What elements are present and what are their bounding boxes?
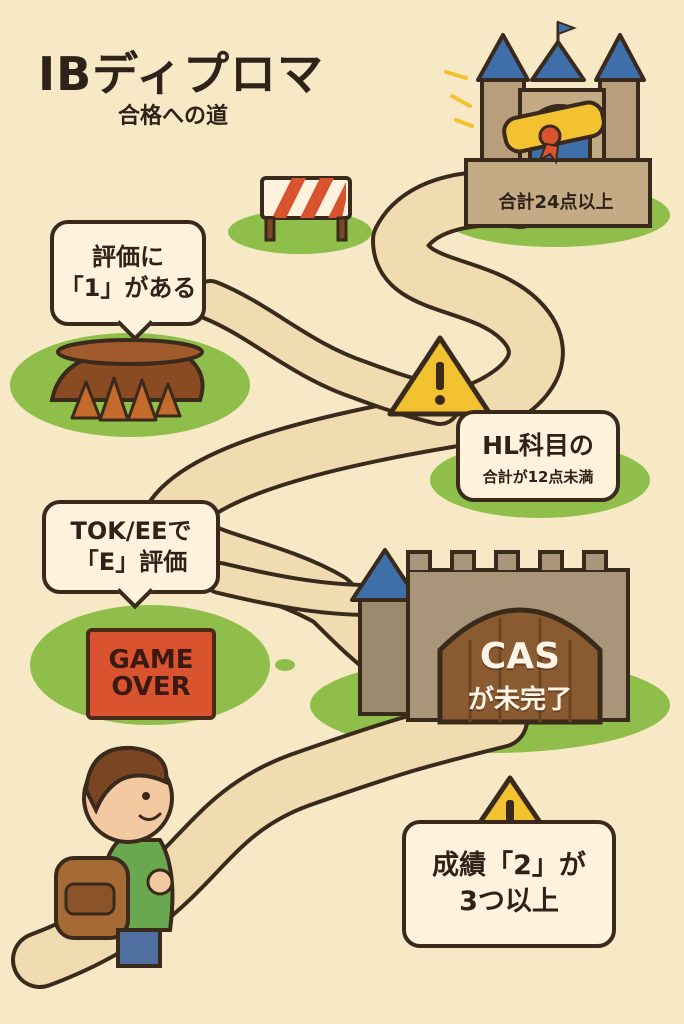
- game-over-line: GAME: [108, 644, 194, 675]
- barricade-icon: [260, 176, 352, 242]
- game-over-line: OVER: [111, 672, 191, 702]
- speech-bubble-tok-ee: TOK/EEで 「E」評価: [42, 500, 220, 610]
- castle-icon: [444, 20, 652, 228]
- warning-icon: [387, 335, 493, 417]
- bubble-line: 評価に: [92, 242, 164, 271]
- page-title: IBディプロマ: [38, 47, 324, 101]
- speech-bubble-hl-total: HL科目の 合計が12点未満: [456, 410, 620, 502]
- gate-line: CAS: [479, 636, 561, 677]
- diploma-scroll-icon: [502, 100, 606, 165]
- spike-pit-icon: [49, 338, 205, 422]
- page-subtitle: 合格への道: [118, 104, 229, 129]
- bubble-line: 「E」評価: [74, 548, 188, 576]
- bubble-line: 成績「2」が: [432, 849, 586, 881]
- game-over-sign: GAME OVER: [86, 628, 216, 720]
- bubble-line: 3つ以上: [459, 886, 559, 917]
- speech-bubble-grade-two: 成績「2」が 3つ以上: [402, 820, 616, 948]
- bubble-line: TOK/EEで: [70, 516, 192, 545]
- bubble-line: HL科目の: [482, 430, 594, 460]
- stone-gate-icon: [350, 548, 630, 725]
- speech-bubble-grade-one: 評価に 「1」がある: [50, 220, 206, 342]
- bubble-line: 「1」がある: [59, 274, 197, 302]
- castle-goal-label: 合計24点以上: [498, 192, 614, 213]
- gate-line: が未完了: [467, 685, 572, 715]
- student-icon: [54, 745, 175, 968]
- cas-gate-label: CAS が未完了: [450, 636, 590, 716]
- bubble-line: 合計が12点未満: [482, 467, 594, 486]
